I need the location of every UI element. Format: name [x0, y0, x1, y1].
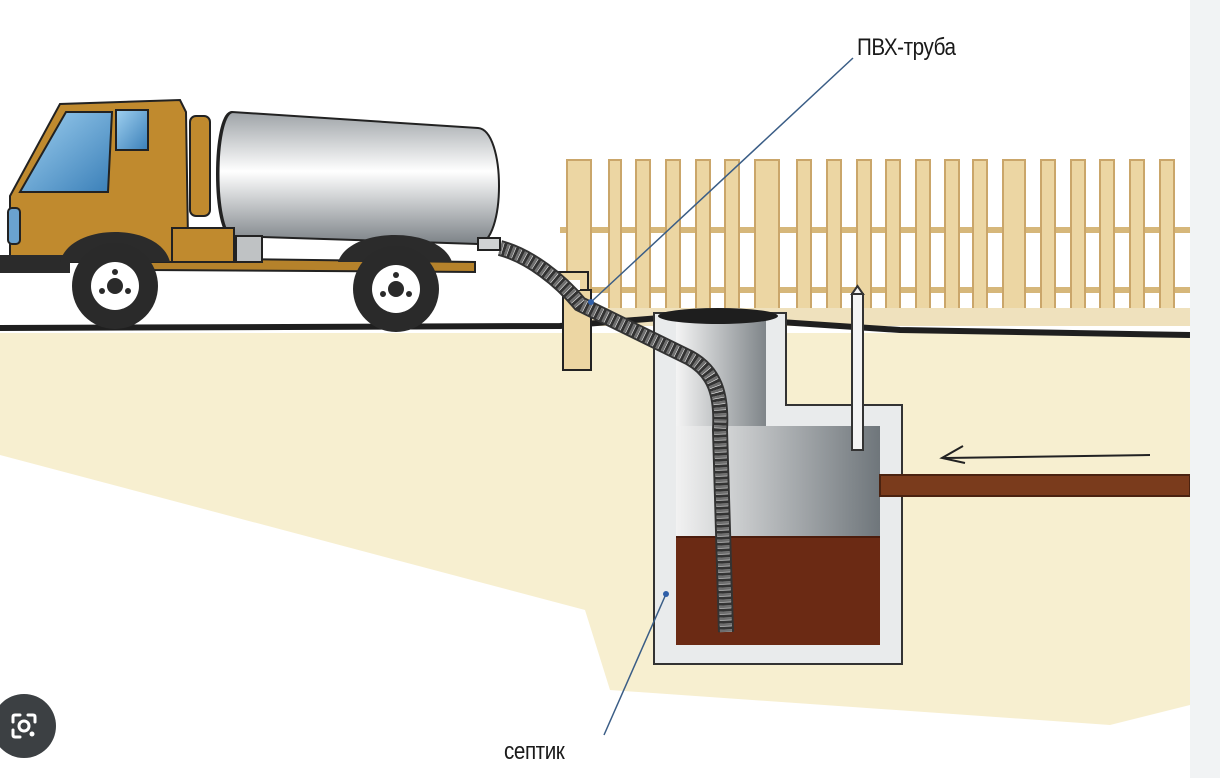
vacuum-truck: [0, 98, 501, 332]
suction-hose: [497, 240, 734, 633]
inlet-pipe: [879, 445, 1191, 497]
side-panel-edge: [1190, 0, 1220, 778]
visual-search-icon: [11, 713, 37, 739]
front-wheel: [72, 243, 158, 329]
septic-label: септик: [504, 738, 565, 765]
soil: [0, 333, 1190, 725]
rear-wheel: [353, 246, 439, 332]
callout-lines: [588, 57, 854, 736]
fence: [560, 159, 1190, 326]
visual-search-button[interactable]: [0, 694, 56, 758]
pvc-pipe-label: ПВХ-труба: [857, 34, 956, 61]
septic-tank: [653, 284, 903, 665]
